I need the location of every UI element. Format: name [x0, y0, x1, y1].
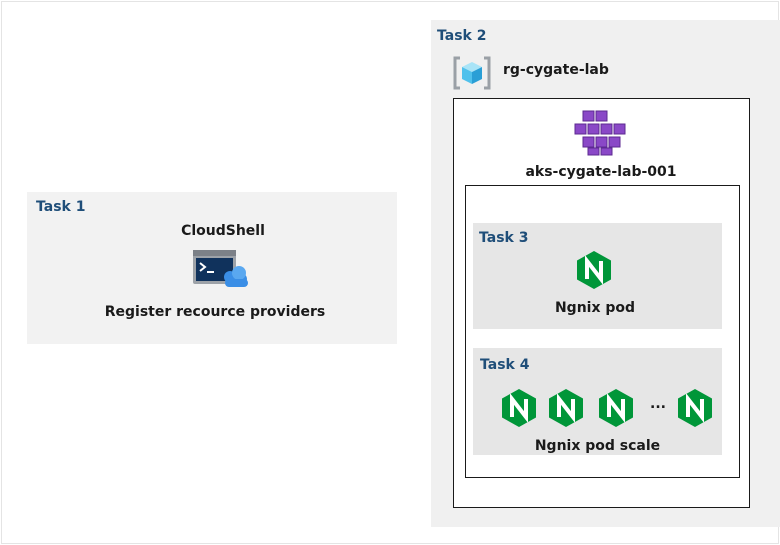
nginx-icon — [599, 389, 633, 427]
task2-label: Task 2 — [437, 28, 487, 44]
cloudshell-title: CloudShell — [181, 223, 265, 239]
resource-group-name: rg-cygate-lab — [503, 62, 609, 78]
nginx-icon — [678, 389, 712, 427]
task1-caption: Register recource providers — [104, 304, 326, 320]
nginx-icon — [502, 389, 536, 427]
task4-label: Task 4 — [480, 357, 530, 373]
kubernetes-cluster-icon — [574, 110, 626, 156]
nginx-icon — [577, 251, 611, 289]
nginx-icon — [549, 389, 583, 427]
task3-label: Task 3 — [479, 230, 529, 246]
task1-label: Task 1 — [36, 199, 86, 215]
aks-cluster-name: aks-cygate-lab-001 — [525, 164, 677, 180]
task4-caption: Ngnix pod scale — [534, 438, 661, 454]
resource-group-icon — [453, 56, 491, 90]
ellipsis: ... — [650, 396, 666, 412]
task3-caption: Ngnix pod — [554, 300, 636, 316]
cloudshell-terminal-icon — [193, 250, 248, 287]
